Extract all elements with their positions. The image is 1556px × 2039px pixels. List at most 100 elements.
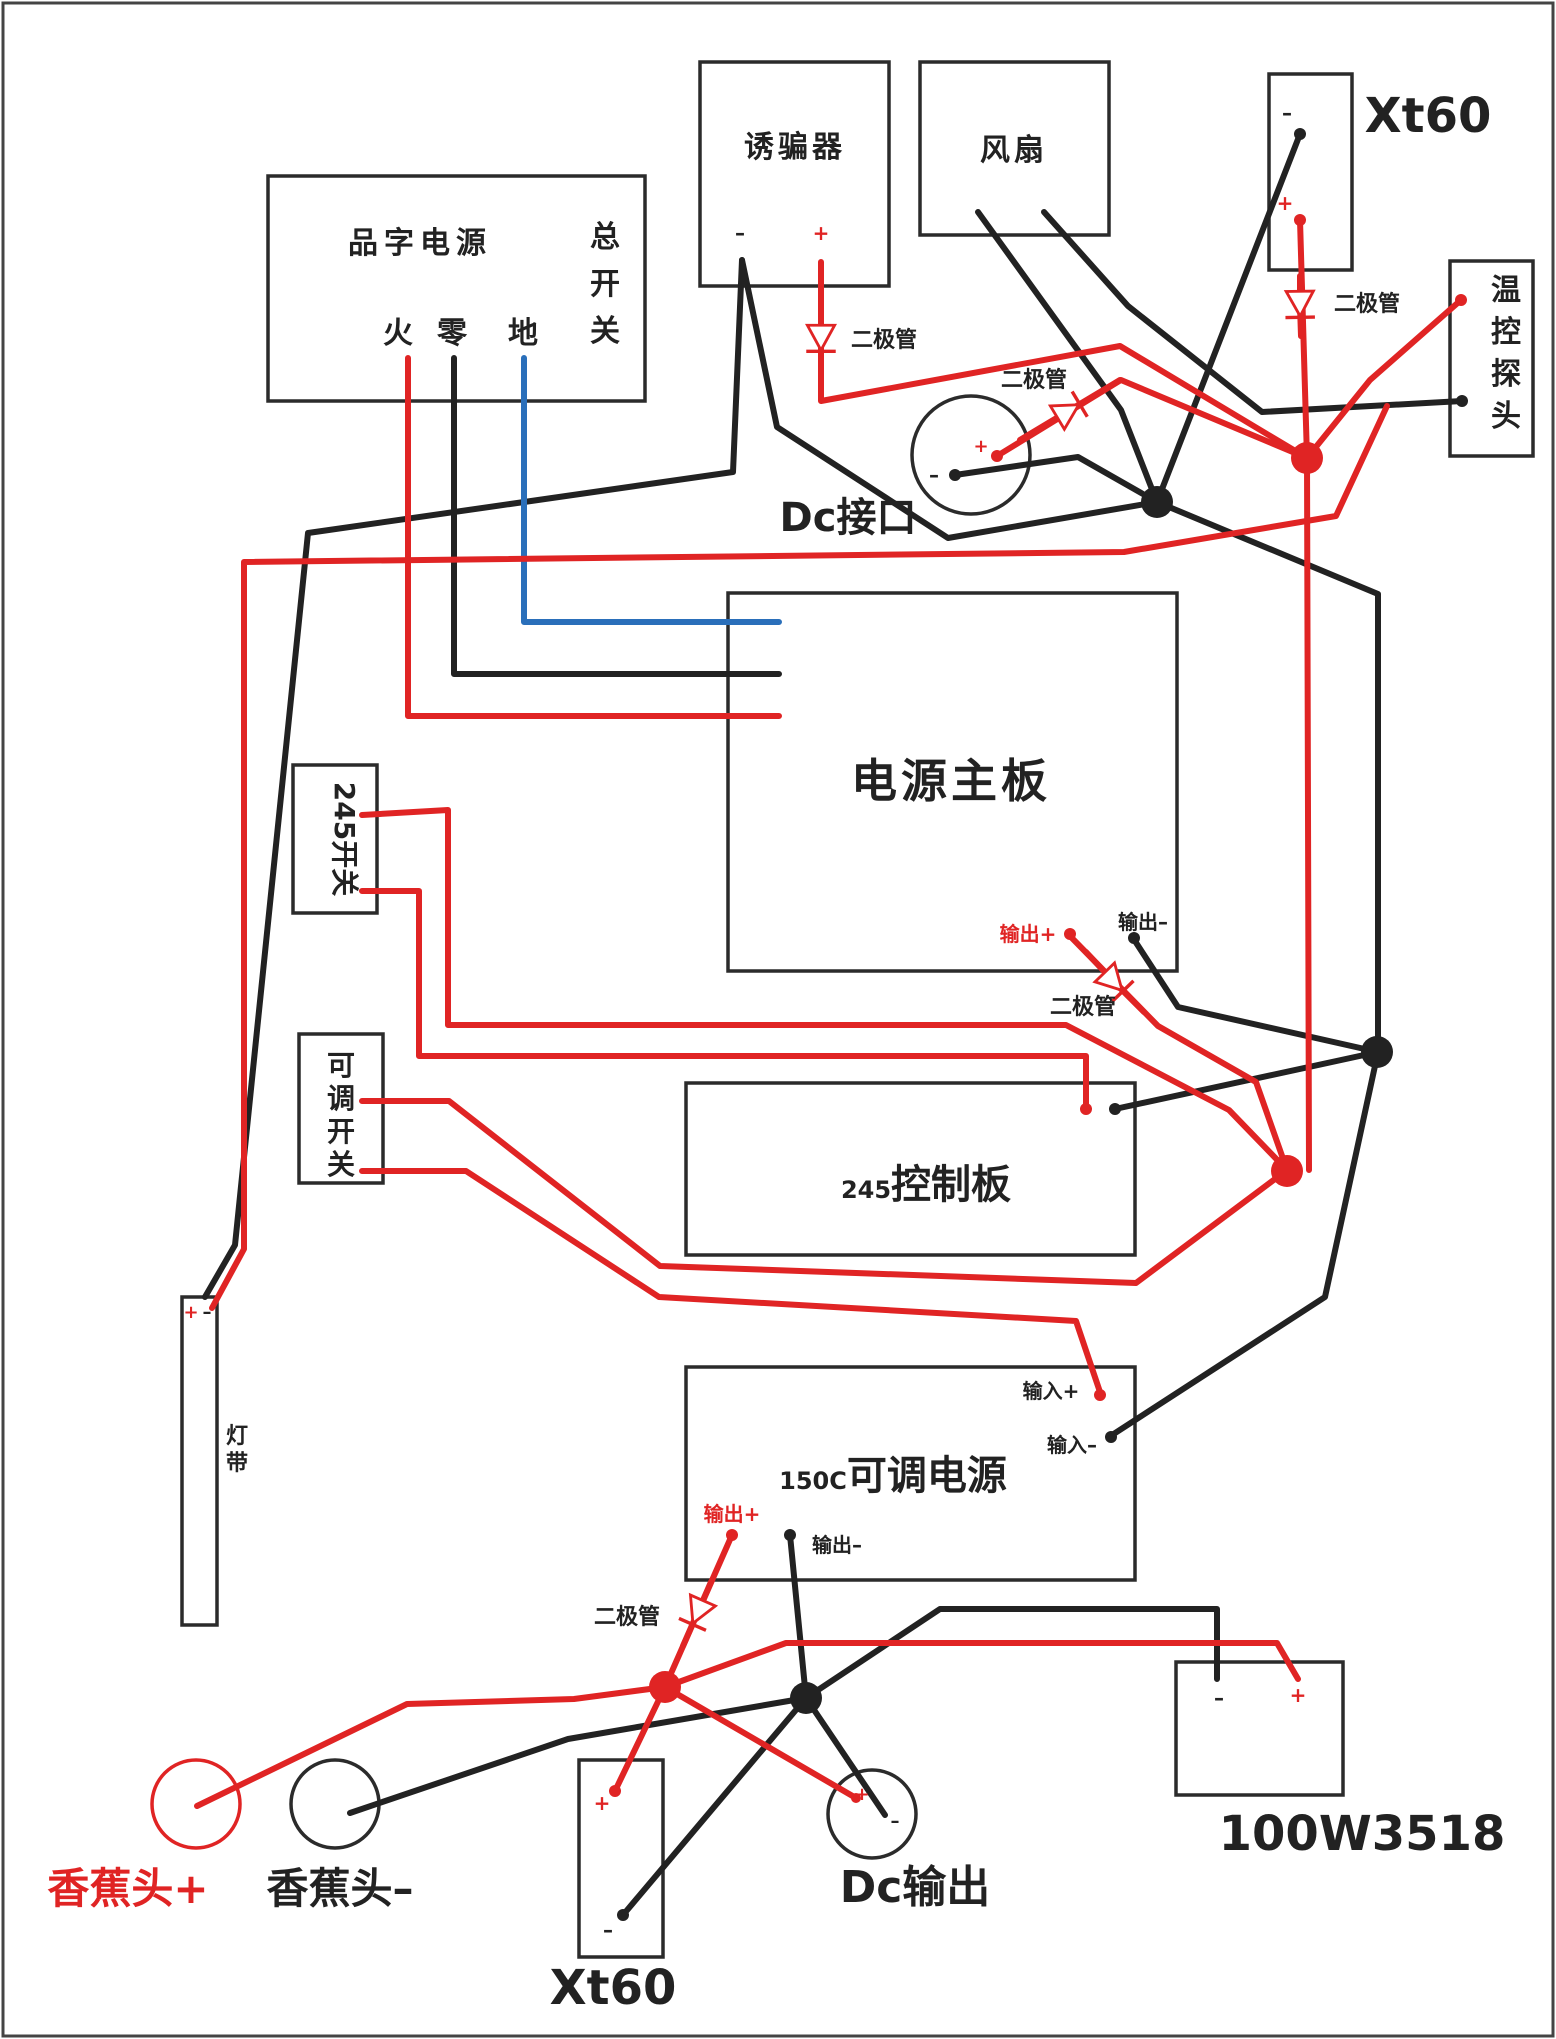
wire-jd-to-3518-minus <box>803 1606 1220 1701</box>
live-label: 火 <box>383 316 413 351</box>
adj-power-text: 可调电源 <box>847 1453 1007 1499</box>
junction-black-top <box>1141 486 1173 518</box>
dc-jack-plus-label: + <box>973 436 988 457</box>
terminal-ctrl-plus <box>1080 1103 1092 1115</box>
diode-label-xt60top: 二极管 <box>1334 291 1400 317</box>
junction-red-top <box>1291 442 1323 474</box>
dc-output-circle <box>826 1768 918 1860</box>
fan-label: 风扇 <box>980 133 1048 168</box>
xt60-top-box <box>1267 72 1354 272</box>
w3518-minus-label: – <box>1214 1686 1224 1710</box>
master-switch-label-1: 总 <box>590 220 620 255</box>
main-board-label: 电源主板 <box>851 754 1051 808</box>
banana-plus-circle <box>150 1758 242 1850</box>
neutral-label: 零 <box>437 316 468 351</box>
adj-switch-box <box>297 1032 385 1185</box>
wire-jd-to-banana-plus <box>194 1684 668 1809</box>
diode-label-decoy: 二极管 <box>851 327 917 353</box>
wire-jd-to-3518-plus <box>662 1640 1301 1690</box>
adj-switch-label-4: 关 <box>327 1148 355 1181</box>
adj-out-minus-label: 输出– <box>812 1533 862 1557</box>
temp-probe-label-1: 温 <box>1491 273 1521 308</box>
terminal-adj-out-minus <box>784 1529 796 1541</box>
decoy-label: 诱骗器 <box>744 130 846 165</box>
mainboard-out-plus-label: 输出+ <box>1000 922 1057 946</box>
terminal-probe-minus <box>1456 395 1468 407</box>
adj-switch-label-2: 调 <box>327 1082 355 1115</box>
wire-switch245-b <box>359 888 1089 1112</box>
adj-power-label: 150C可调电源 <box>779 1453 1007 1499</box>
wire-jb-to-jc <box>1154 499 1381 1055</box>
adj-power-box <box>684 1365 1137 1582</box>
pin-power-label: 品字电源 <box>348 226 492 261</box>
xt60-bottom-plus-label: + <box>594 1791 611 1815</box>
adj-in-minus-label: 输入– <box>1047 1433 1097 1457</box>
terminal-xt60b-plus <box>609 1785 621 1797</box>
control-board-text: 控制板 <box>891 1162 1011 1208</box>
terminal-dcjack-plus <box>991 450 1003 462</box>
dc-jack-circle <box>910 394 1032 516</box>
main-board-box <box>726 591 1179 973</box>
wire-adj-switch-a <box>359 1098 1290 1286</box>
strip-minus-label: – <box>203 1302 212 1323</box>
terminal-mainboard-out-minus <box>1128 932 1140 944</box>
wire-neutral <box>451 355 782 677</box>
xt60-top-plus-label: + <box>1277 191 1294 215</box>
temp-probe-label-4: 头 <box>1491 399 1521 434</box>
wire-ctrl-minus <box>1112 1049 1381 1112</box>
diode-label-adj-out: 二极管 <box>594 1604 660 1630</box>
fan-box <box>918 60 1111 237</box>
wire-fan-b <box>1041 209 1465 415</box>
banana-minus-label: 香蕉头– <box>266 1864 413 1913</box>
junction-black-bottom <box>790 1682 822 1714</box>
diode-label-mainboard: 二极管 <box>1050 994 1116 1020</box>
switch-245-box <box>291 763 379 915</box>
adj-out-plus-label: 输出+ <box>704 1502 761 1526</box>
mainboard-out-minus-label: 输出– <box>1118 910 1168 934</box>
wire-fan-a <box>975 209 1160 505</box>
wire-switch245-a <box>359 807 1290 1173</box>
wire-live <box>405 355 782 719</box>
banana-plus-label: 香蕉头+ <box>47 1864 208 1913</box>
w3518-plus-label: + <box>1290 1683 1307 1707</box>
adj-in-plus-label: 输入+ <box>1023 1379 1080 1403</box>
decoy-box <box>698 60 891 288</box>
diode-xt60top <box>1283 273 1316 339</box>
light-strip-box <box>180 1295 219 1627</box>
wire-decoy-minus-to-junction <box>739 257 1160 541</box>
junction-red-mid <box>1271 1155 1303 1187</box>
wire-jd-to-banana-minus <box>347 1695 809 1816</box>
temp-probe-label-3: 探 <box>1491 357 1521 392</box>
wire-ground <box>521 355 782 625</box>
xt60-bottom-label: Xt60 <box>550 1960 677 2016</box>
wire-jc-to-adj-in-minus <box>1106 1049 1381 1440</box>
wire-jd-to-xt60-plus <box>612 1684 668 1794</box>
master-switch-label-3: 关 <box>590 314 620 349</box>
terminal-xt60top-plus <box>1294 214 1306 226</box>
terminal-dcjack-minus <box>949 469 961 481</box>
dc-output-minus-label: – <box>891 1811 900 1832</box>
terminal-adj-out-plus <box>726 1529 738 1541</box>
master-switch-label-2: 开 <box>590 267 620 302</box>
terminal-xt60top-minus <box>1294 128 1306 140</box>
dc-jack-label: Dc接口 <box>780 495 917 541</box>
wire-ja-to-jb <box>1304 455 1312 1173</box>
dc-output-label: Dc输出 <box>840 1862 991 1913</box>
adj-switch-label-3: 开 <box>327 1115 355 1148</box>
temp-probe-box <box>1448 259 1535 458</box>
wire-jd-to-dc-minus <box>803 1695 888 1818</box>
diode-dcjack <box>1017 377 1123 443</box>
terminal-xt60b-minus <box>617 1909 629 1921</box>
dc-output-plus-label: + <box>854 1784 869 1805</box>
wire-probe-plus <box>1304 297 1464 461</box>
wire-decoy-minus-to-strip <box>202 257 745 1300</box>
xt60-top-label: Xt60 <box>1365 88 1492 144</box>
terminal-probe-plus <box>1455 294 1467 306</box>
strip-plus-label: + <box>183 1302 198 1323</box>
xt60-top-minus-label: – <box>1282 101 1292 125</box>
ground-label: 地 <box>508 316 538 351</box>
w3518-label: 100W3518 <box>1219 1806 1506 1862</box>
terminal-mainboard-out-plus <box>1064 928 1076 940</box>
wire-xt60top-plus <box>1297 217 1310 461</box>
diode-adj-out <box>678 1579 719 1649</box>
